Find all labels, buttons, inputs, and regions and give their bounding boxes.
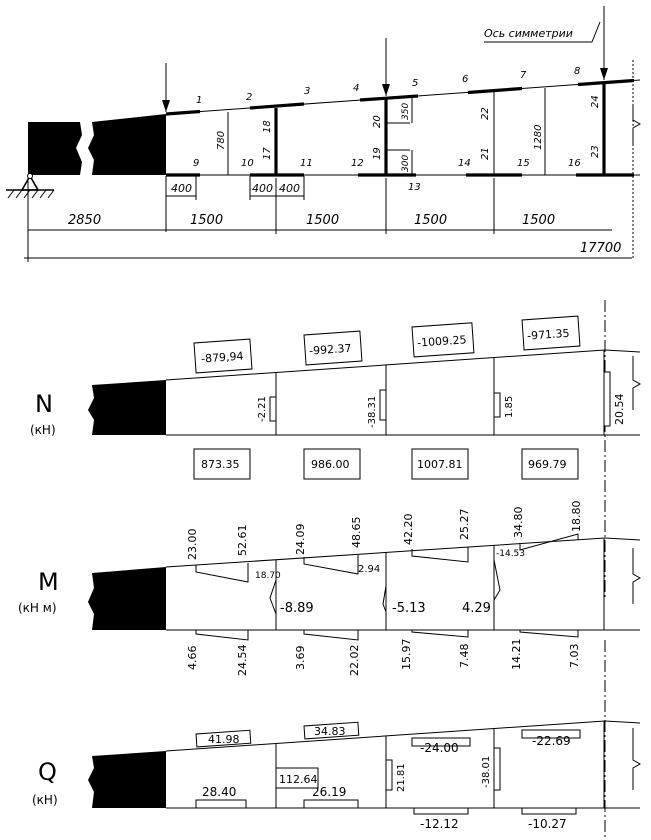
m-bottom-value: 7.48	[458, 644, 471, 669]
m-label: M	[38, 568, 59, 596]
m-post-value: 2.94	[358, 564, 380, 575]
panel-number: 10	[241, 158, 254, 169]
dim-1500: 1500	[306, 213, 339, 228]
dim-1280: 1280	[533, 125, 544, 150]
dim-1500: 1500	[414, 213, 447, 228]
panel-number: 20	[372, 115, 383, 128]
dim-300: 300	[401, 155, 411, 172]
panel-number: 8	[574, 66, 580, 77]
m-bottom-value: 22.02	[348, 645, 361, 677]
dim-780: 780	[216, 131, 227, 150]
panel-number: 19	[372, 147, 383, 160]
n-post-value: -38.31	[367, 396, 378, 428]
q-bottom-value: 28.40	[202, 785, 236, 799]
m-post-value: 18.70	[255, 571, 281, 581]
panel-number: 9	[193, 158, 199, 169]
m-top-value: 34.80	[512, 507, 525, 539]
m-top-value: 52.61	[236, 525, 249, 557]
panel-number: 11	[300, 158, 313, 169]
dim-400: 400	[252, 182, 273, 195]
m-top-value: 24.09	[294, 524, 307, 556]
m-bottom-value: 14.21	[510, 639, 523, 671]
panel-number: 2	[246, 92, 252, 103]
m-bottom-value: 4.66	[186, 646, 199, 671]
q-bottom-value: -12.12	[420, 817, 459, 831]
q-top-value: 34.83	[314, 725, 346, 738]
n-post-value: 1.85	[504, 396, 515, 418]
q-diagram: Q (кН) 41.98 34.83 -24.00 -22.69 28.40 2…	[32, 640, 642, 840]
q-top-value: 41.98	[208, 733, 240, 746]
panel-number: 14	[458, 158, 471, 169]
n-top-chord-value: -879,94	[201, 350, 244, 366]
n-top-chord-value: -1009.25	[417, 333, 467, 349]
n-post-value: -2.21	[257, 396, 268, 422]
dim-400: 400	[171, 182, 192, 195]
panel-number: 16	[568, 158, 581, 169]
n-bottom-chord-value: 969.79	[528, 458, 567, 471]
panel-number: 4	[353, 83, 359, 94]
end-block	[88, 114, 166, 175]
q-top-value: -24.00	[420, 741, 459, 755]
panel-number: 5	[412, 78, 418, 89]
n-unit: (кН)	[30, 423, 56, 437]
panel-number: 24	[590, 95, 601, 108]
m-bottom-value: 7.03	[568, 644, 581, 669]
m-top-value: 25.27	[458, 509, 471, 541]
m-top-value: 48.65	[350, 517, 363, 549]
dim-1500: 1500	[522, 213, 555, 228]
n-label: N	[35, 390, 53, 418]
m-post-value: -5.13	[392, 601, 426, 616]
q-bottom-value: 26.19	[312, 785, 346, 799]
n-bottom-chord-value: 873.35	[201, 458, 240, 471]
panel-number: 15	[517, 158, 530, 169]
dim-350: 350	[401, 103, 411, 120]
n-top-chord-value: -971.35	[527, 327, 570, 343]
panel-number: 23	[590, 145, 601, 158]
m-top-value: 18.80	[570, 501, 583, 533]
dim-400: 400	[279, 182, 300, 195]
panel-number: 13	[408, 182, 421, 193]
q-bottom-value: -10.27	[528, 817, 567, 831]
q-post-value: -38.01	[481, 756, 492, 788]
panel-number: 12	[351, 158, 364, 169]
n-post-value: 20.54	[613, 394, 626, 426]
panel-number: 7	[520, 70, 527, 81]
q-label: Q	[38, 758, 57, 786]
q-unit: (кН)	[32, 793, 58, 807]
n-bottom-chord-value: 1007.81	[417, 458, 463, 471]
q-post-value: 21.81	[396, 763, 407, 792]
q-top-value: -22.69	[532, 734, 571, 748]
panel-number: 21	[480, 147, 491, 160]
panel-number: 22	[480, 107, 491, 120]
dim-1500: 1500	[190, 213, 223, 228]
scheme-panel: Ось симметрии 1 2 3 4 5 6 7 8 9 10 11 12…	[6, 6, 642, 262]
m-bottom-value: 24.54	[236, 645, 249, 677]
dim-2850: 2850	[68, 213, 101, 228]
panel-number: 6	[462, 74, 468, 85]
q-post-value: 112.64	[279, 773, 318, 786]
m-top-value: 23.00	[186, 529, 199, 561]
n-diagram: N (кН) -879,94 -992.37 -1009.25 -971.35 …	[30, 300, 642, 600]
support-block	[28, 122, 82, 175]
m-post-value: -8.89	[280, 601, 314, 616]
n-top-chord-value: -992.37	[309, 342, 352, 358]
m-top-value: 42.20	[402, 514, 415, 546]
m-post-value: -14.53	[496, 549, 525, 559]
symmetry-axis-label: Ось симметрии	[484, 27, 573, 40]
m-bottom-value: 3.69	[294, 646, 307, 671]
panel-number: 18	[262, 120, 273, 133]
panel-number: 17	[262, 147, 273, 160]
panel-number: 3	[304, 86, 310, 97]
panel-number: 1	[196, 95, 202, 106]
n-bottom-chord-value: 986.00	[311, 458, 350, 471]
m-post-value: 4.29	[462, 601, 491, 616]
m-unit: (кН м)	[18, 601, 57, 615]
m-diagram: M (кН м) 23.00 52.61 24.09 48.65 42.20 2…	[18, 501, 642, 677]
m-bottom-value: 15.97	[400, 639, 413, 671]
dim-17700: 17700	[580, 241, 621, 256]
